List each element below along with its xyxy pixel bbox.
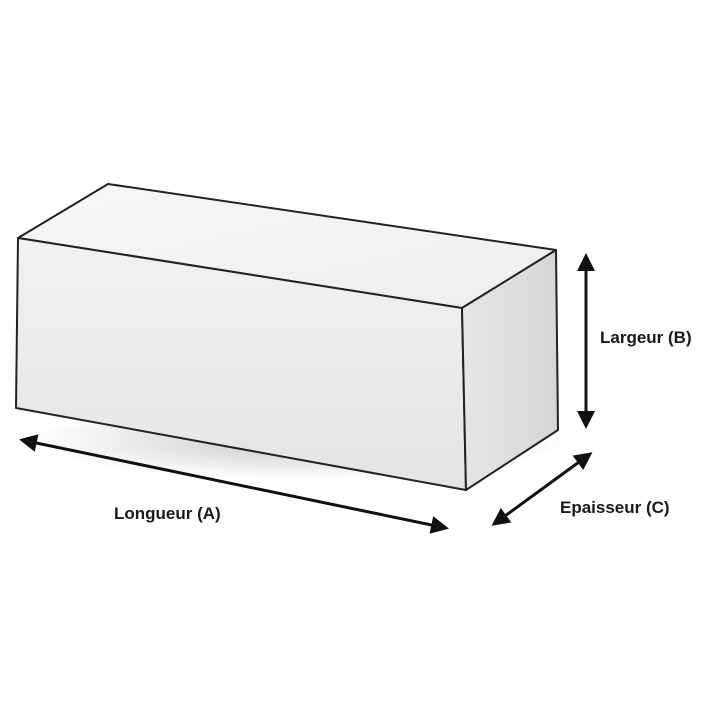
width-label: Largeur (B) [600, 328, 692, 347]
block-side-face [461, 249, 559, 491]
length-arrow [19, 434, 449, 534]
length-label: Longueur (A) [114, 504, 221, 523]
thickness-arrow [491, 452, 593, 526]
thickness-label: Epaisseur (C) [560, 498, 670, 517]
